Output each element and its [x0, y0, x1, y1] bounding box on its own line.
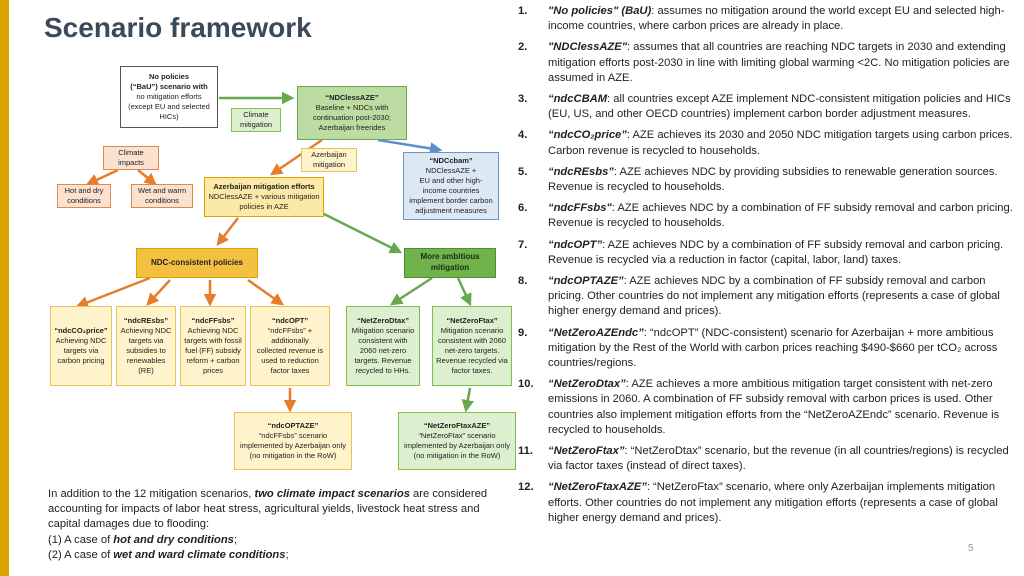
- arrow-ndclessaze-to-aze: [269, 138, 323, 176]
- scenario-item: 6. “ndcFFsbs": AZE achieves NDC by a comb…: [518, 201, 1018, 231]
- ndc-consistent-header: NDC-consistent policies: [136, 248, 258, 278]
- scenario-description: : AZE achieves a more ambitious mitigati…: [548, 378, 1000, 436]
- arrow-ambitious-to-ftax: [456, 277, 472, 307]
- scenario-name: “ndcFFsbs": [548, 202, 612, 215]
- accent-bar: [0, 0, 9, 576]
- arrow-impacts-to-wet: [137, 169, 157, 186]
- scenario-number: 12.: [518, 481, 534, 494]
- scenario-name: “ndcOPT”: [548, 238, 603, 251]
- scenario-description: : “NetZeroFtax” scenario, where only Aze…: [548, 481, 998, 524]
- scenario-item: 12. “NetZeroFtaxAZE”: “NetZeroFtax” scena…: [518, 480, 1018, 526]
- climate-impact-note: In addition to the 12 mitigation scenari…: [48, 488, 488, 561]
- flow-arrows: [75, 91, 474, 413]
- scenario-number: 8.: [518, 275, 528, 288]
- arrow-ndclessaze-to-ndccbam: [377, 138, 443, 155]
- scenario-description: : AZE achieves NDC by a combination of F…: [548, 275, 1000, 318]
- scenario-number: 6.: [518, 202, 528, 215]
- scenario-description: : “ndcOPT” (NDC-consistent) scenario for…: [548, 326, 998, 370]
- scenario-name: "No policies" (BaU): [548, 5, 652, 17]
- arrow-aze-to-ndc: [216, 217, 239, 246]
- arrow-ndc-to-resbs: [146, 279, 171, 306]
- arrow-ndc-to-co2price: [75, 276, 151, 309]
- scenario-name: “ndcOPTAZE”: [548, 275, 624, 288]
- arrow-aze-to-ambitious: [319, 210, 403, 254]
- scenario-number: 2.: [518, 41, 528, 54]
- scenario-list: 1. "No policies" (BaU): assumes no mitiga…: [518, 4, 1018, 532]
- arrow-ndc-to-opt: [247, 278, 285, 306]
- scenario-description: : AZE achieves NDC by a combination of F…: [548, 238, 1004, 266]
- scenario-item: 9. “NetZeroAZEndc”: “ndcOPT” (NDC-consist…: [518, 326, 1018, 372]
- scenario-item: 4. “ndcCO₂price”: AZE achieves its 2030 a…: [518, 128, 1018, 158]
- scenario-description: : all countries except AZE implement NDC…: [548, 93, 1011, 121]
- page-number: 5: [968, 543, 974, 554]
- scenario-name: “NetZeroAZEndc”: [548, 326, 644, 339]
- scenario-name: “ndcREsbs”: [548, 165, 614, 178]
- page-title: Scenario framework: [44, 12, 312, 43]
- scenario-item: 8. “ndcOPTAZE”: AZE achieves NDC by a com…: [518, 274, 1018, 320]
- scenario-name: “NetZeroDtax”: [548, 378, 626, 391]
- scenario-number: 4.: [518, 129, 528, 142]
- scenario-name: “ndcCBAM: [548, 93, 608, 106]
- arrow-ftax-to-ftaxaze: [461, 387, 474, 413]
- scenario-description: : assumes that all countries are reachin…: [548, 41, 1010, 84]
- scenario-description: : “NetZeroDtax” scenario, but the revenu…: [548, 445, 1009, 473]
- ndccbam-box: “NDCcbam”NDClessAZE +EU and other high-i…: [403, 152, 499, 220]
- arrow-impacts-to-hot: [85, 168, 119, 186]
- scenario-number: 11.: [518, 445, 533, 458]
- scenario-item: 5. “ndcREsbs”: AZE achieves NDC by provid…: [518, 165, 1018, 195]
- scenario-name: “NetZeroFtaxAZE”: [548, 481, 647, 494]
- scenario-number: 7.: [518, 238, 528, 251]
- scenario-item: 3. “ndcCBAM: all countries except AZE imp…: [518, 92, 1018, 122]
- scenario-number: 3.: [518, 93, 528, 106]
- scenario-number: 10.: [518, 378, 534, 391]
- scenario-name: “ndcCO₂price”: [548, 129, 627, 142]
- scenario-description: : assumes no mitigation around the world…: [548, 5, 1005, 33]
- scenario-description: : AZE achieves NDC by providing subsidie…: [548, 165, 998, 194]
- scenario-name: “NetZeroFtax”: [548, 445, 625, 458]
- scenario-item: 10. “NetZeroDtax”: AZE achieves a more am…: [518, 377, 1018, 438]
- scenario-description: : AZE achieves its 2030 and 2050 NDC mit…: [548, 129, 1013, 157]
- scenario-item: 1. "No policies" (BaU): assumes no mitiga…: [518, 4, 1018, 34]
- scenario-number: 9.: [518, 326, 528, 339]
- arrow-ambitious-to-dtax: [389, 276, 433, 306]
- scenario-name: "NDClessAZE": [548, 41, 627, 54]
- scenario-item: 2. "NDClessAZE": assumes that all countri…: [518, 40, 1018, 86]
- scenario-number: 1.: [518, 5, 528, 17]
- scenario-number: 5.: [518, 165, 528, 178]
- scenario-item: 7. “ndcOPT”: AZE achieves NDC by a combin…: [518, 238, 1018, 268]
- scenario-item: 11. “NetZeroFtax”: “NetZeroDtax” scenario…: [518, 444, 1018, 474]
- scenario-description: : AZE achieves NDC by a combination of F…: [548, 202, 1013, 230]
